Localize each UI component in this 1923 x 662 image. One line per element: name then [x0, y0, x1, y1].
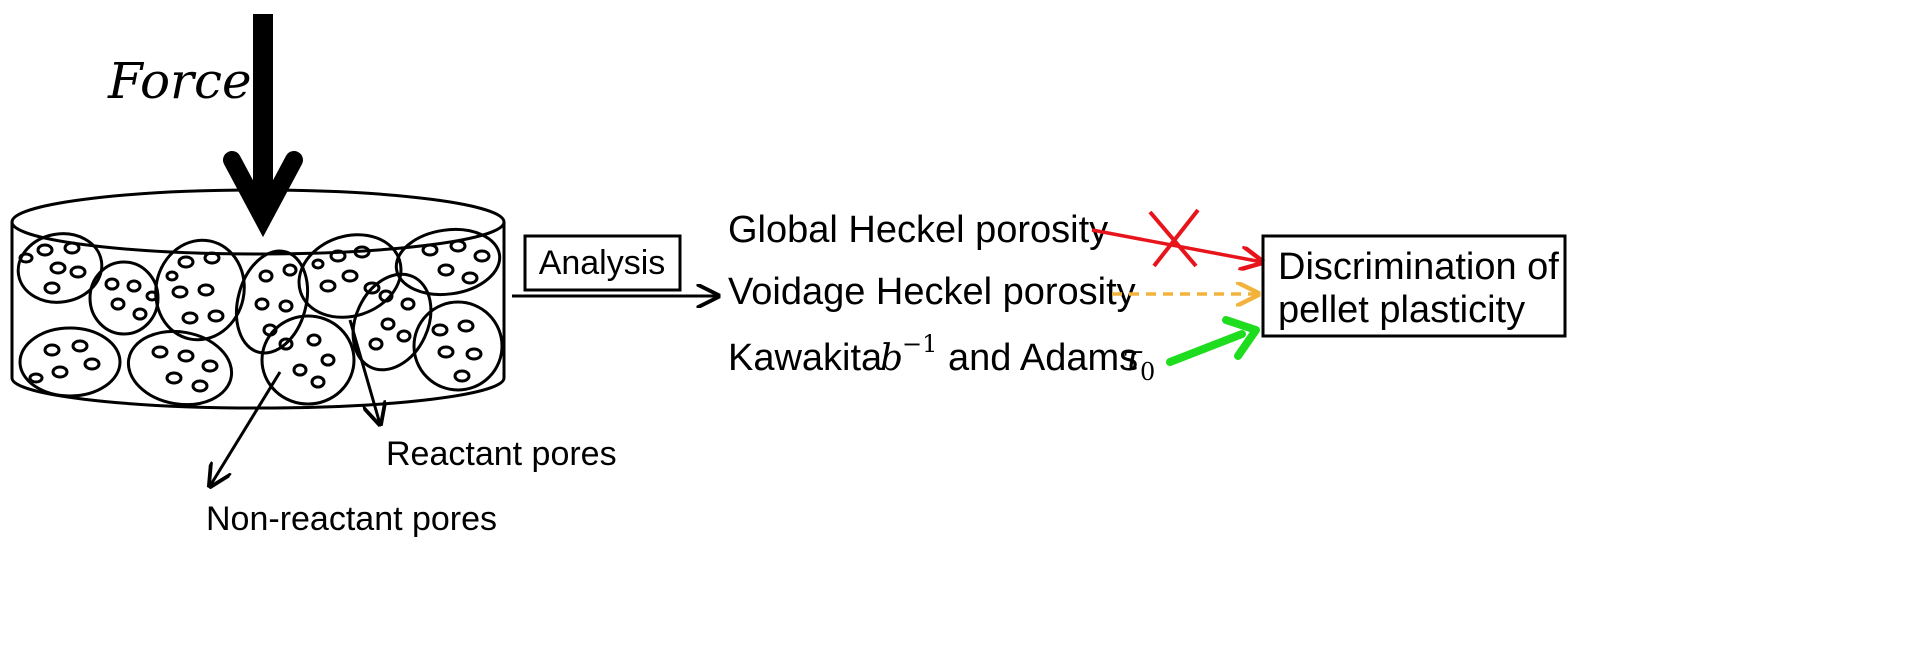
- voidage-heckel-label: Voidage Heckel porosity: [728, 271, 1136, 313]
- discrimination-line-1: Discrimination of: [1278, 246, 1559, 288]
- global-heckel-rejected-arrow: [1091, 208, 1262, 268]
- reactant-pores-arrow: [348, 319, 380, 424]
- force-arrow: [223, 14, 303, 238]
- kawakita-b: b: [880, 338, 903, 379]
- particle: [412, 300, 504, 392]
- kawakita-adams-accepted-arrow: [1166, 316, 1260, 366]
- particle: [18, 326, 122, 398]
- particle: [351, 272, 433, 372]
- pore-pointers: [210, 319, 380, 486]
- force-label: Force: [107, 52, 252, 110]
- kawakita-adams-label: Kawakita b −1 and Adams τ 0: [728, 330, 1155, 386]
- cross-icon: [1152, 208, 1200, 268]
- non-reactant-pores-arrow: [210, 371, 282, 486]
- kawakita-text: Kawakita: [728, 337, 883, 379]
- particle: [297, 233, 403, 319]
- pellet-particles: [16, 227, 504, 407]
- non-reactant-pores-label: Non-reactant pores: [206, 500, 497, 538]
- analysis-box: Analysis: [523, 234, 682, 292]
- adams-text: and Adams: [948, 337, 1138, 379]
- adams-tau: τ: [1122, 338, 1143, 379]
- particle: [154, 238, 246, 342]
- particle: [126, 329, 234, 407]
- particle: [235, 249, 309, 355]
- particle: [394, 227, 502, 297]
- particle: [16, 232, 104, 304]
- kawakita-exponent: −1: [902, 330, 937, 358]
- analysis-label: Analysis: [539, 244, 666, 282]
- global-heckel-label: Global Heckel porosity: [728, 209, 1108, 251]
- particle: [88, 260, 160, 336]
- reactant-pores-label: Reactant pores: [386, 435, 617, 473]
- discrimination-box: Discrimination of pellet plasticity: [1261, 234, 1567, 338]
- particle: [260, 314, 356, 406]
- discrimination-line-2: pellet plasticity: [1278, 289, 1525, 331]
- adams-subscript: 0: [1140, 358, 1155, 386]
